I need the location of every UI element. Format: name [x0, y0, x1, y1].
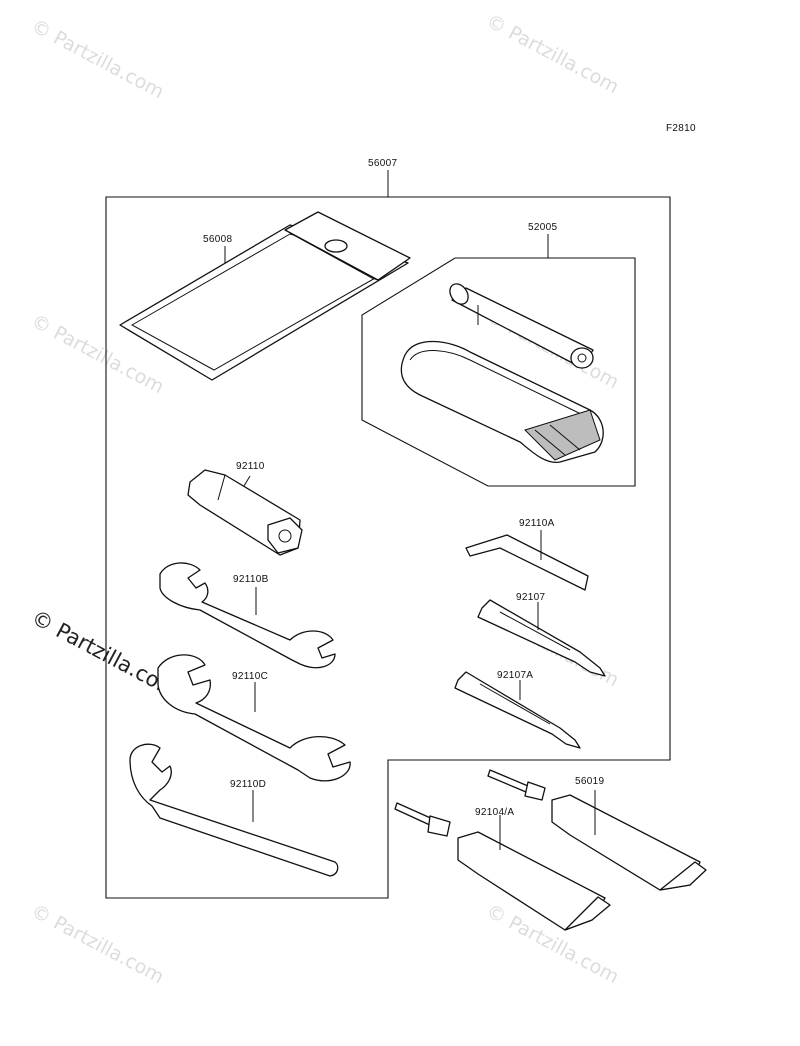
watermark: © Partzilla.com — [28, 15, 168, 103]
sealant-tube-92104A: 92104/A — [394, 802, 611, 931]
hook-wrench-92110D: 92110D — [129, 743, 339, 877]
tool-pouch-56008: 56008 — [119, 211, 411, 381]
part-label-92110A: 92110A — [519, 518, 555, 529]
hex-key-92110A: 92110A — [465, 518, 589, 591]
part-label-92107: 92107 — [516, 592, 545, 603]
part-label-52005: 52005 — [528, 222, 557, 233]
screwdriver-92107A: 92107A — [454, 670, 581, 749]
grease-tube-56019: 56019 — [487, 769, 707, 891]
tool-bag-52005: 52005 — [361, 222, 636, 487]
watermarks: © Partzilla.com © Partzilla.com © Partzi… — [28, 10, 623, 988]
part-label-92110: 92110 — [236, 461, 265, 472]
screwdriver-92107: 92107 — [477, 592, 606, 677]
watermark: © Partzilla.com — [28, 900, 168, 988]
part-label-92104A: 92104/A — [475, 807, 514, 818]
part-label-56008: 56008 — [203, 234, 232, 245]
kit-outline — [105, 196, 671, 899]
part-label-92110B: 92110B — [233, 574, 269, 585]
figure-code: F2810 — [666, 123, 696, 134]
part-label-92110C: 92110C — [232, 671, 268, 682]
watermark: © Partzilla.com — [483, 10, 623, 98]
part-label-92107A: 92107A — [497, 670, 533, 681]
wrench-92110B: 92110B — [159, 562, 336, 669]
part-label-92110D: 92110D — [230, 779, 266, 790]
part-label-56019: 56019 — [575, 776, 604, 787]
wrench-92110C: 92110C — [157, 654, 351, 782]
part-label-56007: 56007 — [368, 158, 397, 169]
plug-wrench-92110: 92110 — [187, 461, 303, 556]
